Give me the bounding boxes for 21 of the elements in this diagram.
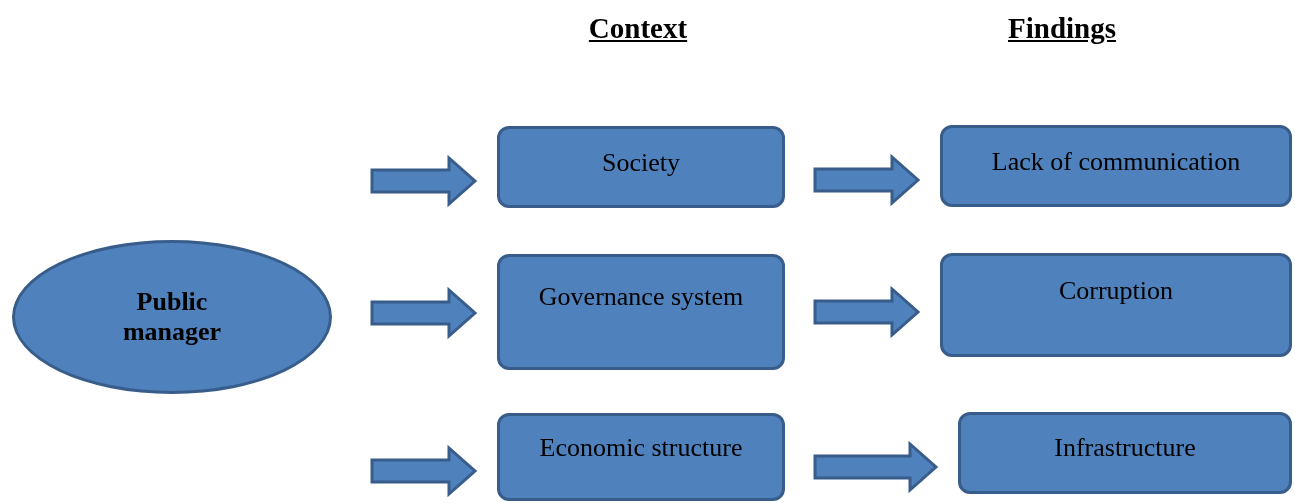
box-label: Society — [601, 148, 681, 178]
box-label: Lack of communication — [990, 147, 1242, 177]
box-label: Public manager — [121, 287, 223, 347]
block-arrow — [370, 154, 478, 208]
context-box — [958, 412, 1292, 494]
context-box — [497, 413, 785, 501]
block-arrow — [370, 286, 478, 340]
block-arrow — [813, 440, 939, 494]
block-arrow — [370, 444, 478, 498]
context-box — [940, 125, 1292, 207]
box-label: Corruption — [1057, 276, 1175, 306]
box-label: Economic structure — [538, 433, 744, 463]
context-box — [497, 254, 785, 370]
column-heading: Findings — [1008, 12, 1116, 45]
context-box — [940, 253, 1292, 357]
block-arrow — [813, 285, 921, 339]
column-heading: Context — [588, 12, 688, 45]
context-box — [497, 126, 785, 208]
box-label: Governance system — [537, 282, 745, 312]
box-label: Infrastructure — [1053, 433, 1197, 463]
block-arrow — [813, 153, 921, 207]
